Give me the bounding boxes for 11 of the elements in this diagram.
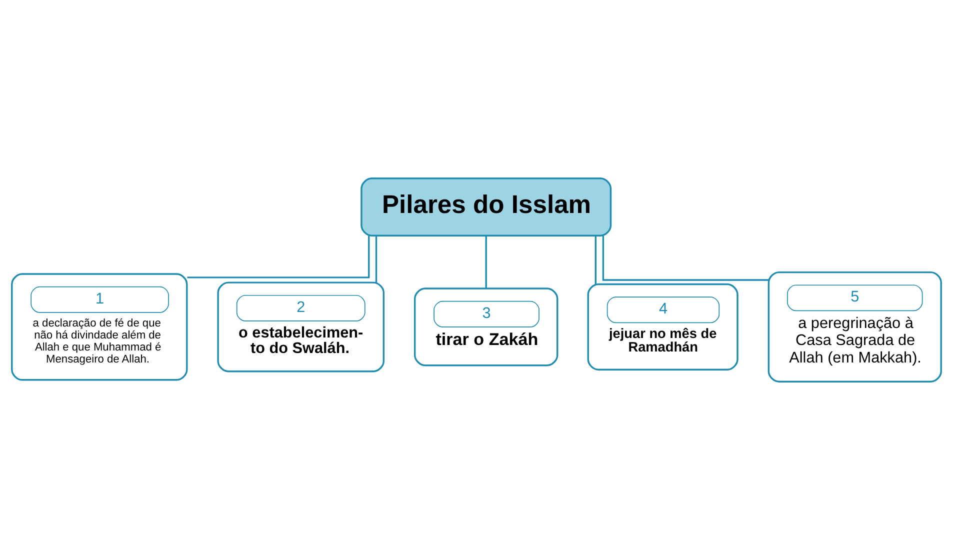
connector bbox=[602, 235, 769, 280]
node-box: 3 tirar o Zakáh bbox=[414, 287, 558, 366]
connector bbox=[375, 235, 378, 282]
node-box: 2 o estabelecimen- to do Swaláh. bbox=[217, 281, 385, 372]
connector bbox=[594, 235, 596, 284]
node-box: Pilares do Isslam bbox=[360, 177, 612, 236]
node-box: 5 a peregrinação à Casa Sagrada de Allah (em Makkah). bbox=[768, 270, 942, 382]
node-box: 4 jejuar no mês de Ramadhán bbox=[587, 282, 738, 370]
node-box: 1 a declaração de fé de que não há divindade além de Allah e que Muhammad é Mensageiro de Allah. bbox=[11, 272, 188, 380]
connector bbox=[485, 235, 487, 288]
connector bbox=[187, 235, 370, 278]
